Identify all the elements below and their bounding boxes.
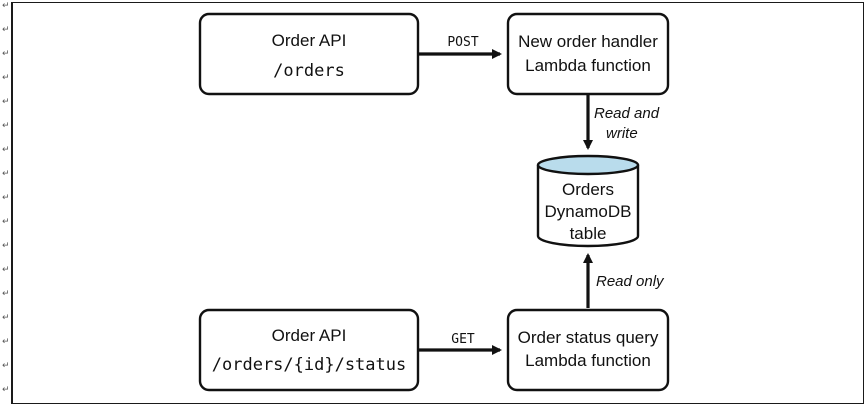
get-arrow: GET [418, 332, 502, 355]
paragraph-mark: ↵ [2, 97, 10, 107]
new-order-handler-box: New order handler Lambda function [506, 12, 670, 96]
read-write-label: Read and [594, 105, 660, 122]
paragraph-mark: ↵ [2, 121, 10, 131]
post-arrow: POST [418, 35, 502, 59]
paragraph-mark: ↵ [2, 217, 10, 227]
box-title: Order status query [518, 328, 659, 347]
paragraph-mark: ↵ [2, 49, 10, 59]
paragraph-mark: ↵ [2, 265, 10, 275]
margin-rule [11, 2, 12, 404]
box-title: Order API [272, 31, 347, 50]
box-title: New order handler [518, 32, 658, 51]
order-api-orders-box: Order API /orders [198, 12, 420, 96]
endpoint-path: /orders/{id}/status [212, 355, 406, 375]
table-service: DynamoDB [545, 202, 632, 221]
paragraph-mark: ↵ [2, 361, 10, 371]
paragraph-mark: ↵ [2, 25, 10, 35]
paragraph-mark: ↵ [2, 193, 10, 203]
box-subtitle: Lambda function [525, 56, 651, 75]
diagram-frame [12, 2, 864, 404]
read-write-arrow: Read and write [583, 94, 660, 150]
read-only-label: Read only [596, 273, 665, 290]
paragraph-mark: ↵ [2, 145, 10, 155]
paragraph-mark: ↵ [2, 241, 10, 251]
paragraph-mark: ↵ [2, 313, 10, 323]
endpoint-path: /orders [273, 61, 345, 81]
table-name: Orders [562, 180, 614, 199]
paragraph-mark: ↵ [2, 169, 10, 179]
paragraph-mark: ↵ [2, 385, 10, 395]
read-only-arrow: Read only [583, 253, 665, 308]
paragraph-mark: ↵ [2, 1, 10, 11]
paragraph-mark: ↵ [2, 289, 10, 299]
paragraph-marks: ↵ ↵ ↵ ↵ ↵ ↵ ↵ ↵ ↵ ↵ ↵ ↵ ↵ ↵ ↵ ↵ ↵ [1, 0, 11, 409]
order-status-query-box: Order status query Lambda function [506, 308, 670, 392]
paragraph-mark: ↵ [2, 73, 10, 83]
order-api-status-box: Order API /orders/{id}/status [198, 308, 420, 392]
get-label: GET [451, 332, 475, 347]
paragraph-mark: ↵ [2, 337, 10, 347]
box-subtitle: Lambda function [525, 351, 651, 370]
table-kind: table [570, 224, 607, 243]
read-write-label: write [606, 125, 638, 142]
orders-dynamodb-table: Orders DynamoDB table [536, 154, 640, 248]
box-title: Order API [272, 326, 347, 345]
post-label: POST [447, 35, 478, 50]
